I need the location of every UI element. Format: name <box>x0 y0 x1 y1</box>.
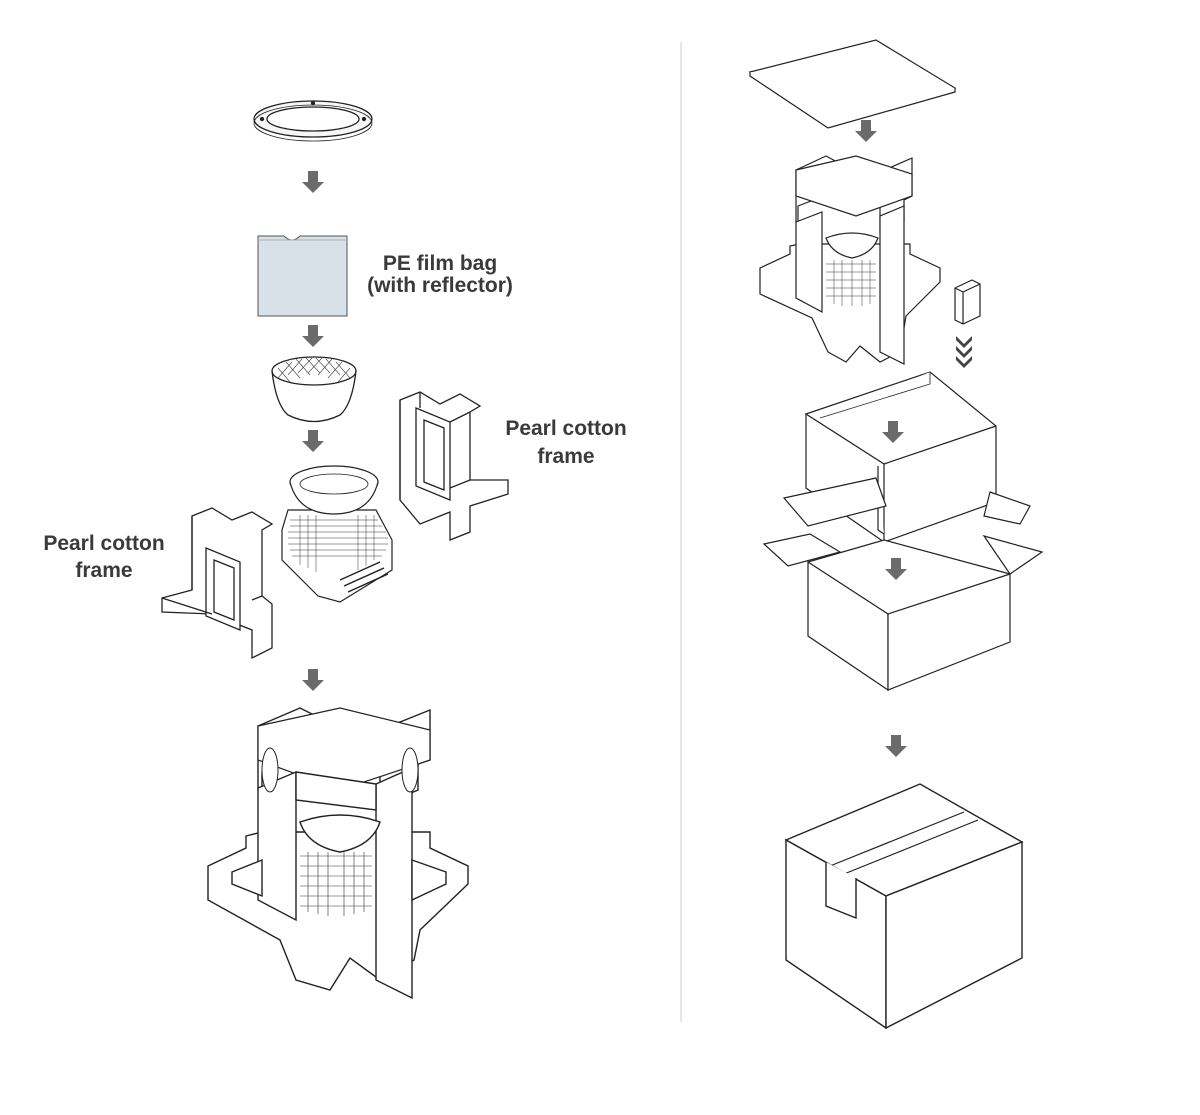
frame-right-label-line1: Pearl cotton <box>505 417 626 440</box>
down-arrow-icon <box>302 171 324 193</box>
pe-bag-label-line1: PE film bag <box>383 252 497 275</box>
lens-ring-illustration <box>253 100 373 142</box>
assembled-lamp-in-frames-illustration <box>207 707 469 1000</box>
down-arrow-icon <box>302 430 324 452</box>
cardboard-sheet-illustration <box>748 39 957 129</box>
pearl-cotton-frame-right-illustration <box>399 391 509 541</box>
pearl-cotton-frame-left-illustration <box>161 507 274 660</box>
pe-bag-label-line2: (with reflector) <box>367 274 513 297</box>
down-arrow-icon <box>302 325 324 347</box>
down-arrow-icon <box>302 669 324 691</box>
pe-film-bag-illustration <box>257 235 348 317</box>
frame-left-label-line2: frame <box>75 559 132 582</box>
open-carton-illustration <box>762 477 1044 692</box>
reflector-illustration <box>271 356 357 423</box>
sealed-carton-illustration <box>784 783 1024 1030</box>
lamp-body-illustration <box>281 465 393 603</box>
down-arrow-icon <box>855 120 877 142</box>
assembled-unit-small-illustration <box>759 155 941 365</box>
down-arrow-icon <box>885 735 907 757</box>
frame-left-label-line1: Pearl cotton <box>43 532 164 555</box>
dashed-down-arrow-icon <box>956 336 972 368</box>
frame-right-label-line2: frame <box>537 445 594 468</box>
product-label-tag-illustration <box>954 279 981 325</box>
